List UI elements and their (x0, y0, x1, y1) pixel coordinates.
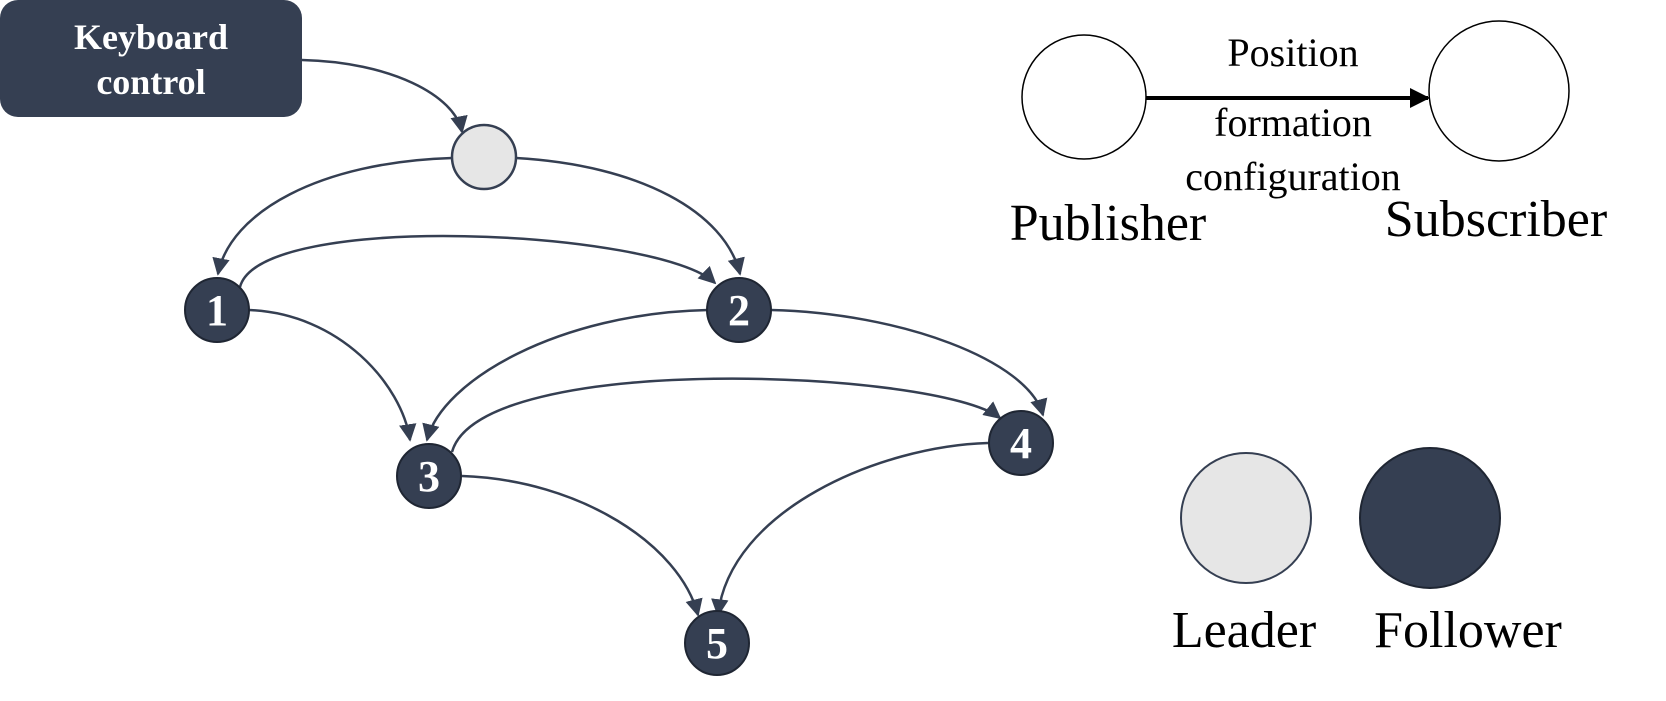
leader-node (450, 123, 518, 191)
topic-formation-label: formation (1214, 100, 1372, 145)
edge-3-to-5 (461, 474, 703, 617)
topic-position-label: Position (1227, 30, 1358, 75)
topic-configuration-label: configuration (1185, 154, 1401, 199)
edge-3-to-4 (450, 377, 1002, 453)
keyboard-control-box: Keyboard control (0, 0, 302, 117)
node-label-4: 4 (1010, 419, 1032, 468)
follower-legend-circle (1359, 447, 1501, 589)
edge-2-to-4 (770, 308, 1048, 417)
edge-leader-to-2 (515, 156, 745, 276)
publisher-label: Publisher (1010, 195, 1206, 252)
keyboard-control-label-line2: control (96, 62, 205, 102)
edge-1-to-3 (247, 308, 417, 442)
follower-label: Follower (1374, 602, 1562, 659)
keyboard-control-label-line1: Keyboard (74, 17, 228, 57)
follower-node-2: 2 (706, 277, 772, 343)
role-legend: Leader Follower (1172, 447, 1562, 659)
leader-legend-circle (1180, 452, 1312, 584)
node-label-1: 1 (206, 286, 228, 335)
leader-label: Leader (1172, 602, 1316, 659)
subscriber-circle (1428, 20, 1570, 162)
follower-node-3: 3 (396, 443, 462, 509)
edge-2-to-3 (422, 308, 709, 442)
edge-keyboard-to-leader (301, 58, 468, 134)
pubsub-legend: Position formation configuration Publish… (1010, 20, 1607, 252)
node-label-2: 2 (728, 286, 750, 335)
node-label-5: 5 (706, 619, 728, 668)
follower-node-5: 5 (684, 610, 750, 676)
edges (212, 58, 1048, 617)
follower-node-4: 4 (988, 410, 1054, 476)
node-label-3: 3 (418, 452, 440, 501)
edge-4-to-5 (711, 441, 989, 617)
subscriber-label: Subscriber (1385, 191, 1607, 248)
nodes: 1 2 3 4 5 (184, 123, 1054, 676)
follower-node-1: 1 (184, 277, 250, 343)
edge-1-to-2 (238, 234, 717, 288)
edge-leader-to-1 (212, 156, 453, 276)
publisher-circle (1021, 34, 1147, 160)
